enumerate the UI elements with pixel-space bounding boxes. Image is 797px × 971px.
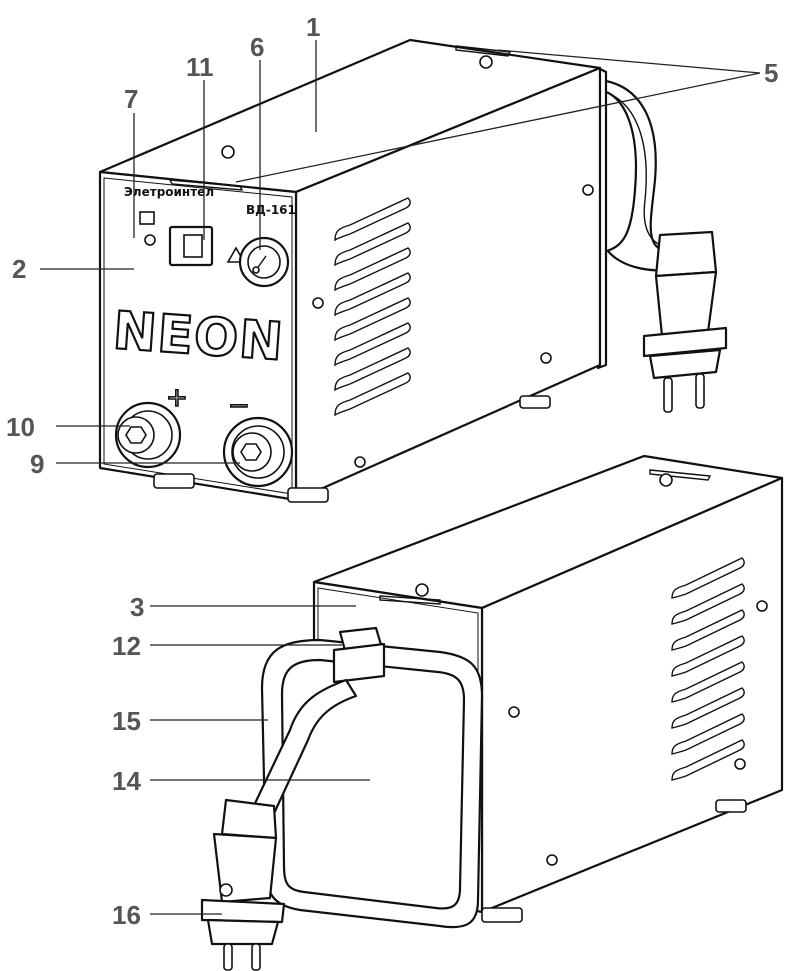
callout-2: 2	[12, 254, 26, 284]
positive-terminal[interactable]	[114, 401, 182, 469]
rear-power-plug	[200, 798, 286, 971]
indicator-icon	[139, 211, 155, 225]
brand-logo: NEON	[111, 301, 286, 373]
bottom-unit	[200, 454, 784, 971]
cable-gland	[332, 626, 386, 684]
callout-14: 14	[112, 766, 141, 796]
callout-labels: 1 2 3 5 6 7 9 10 11 12 14 15 16	[6, 12, 778, 930]
callout-7: 7	[124, 84, 138, 114]
top-unit: Элетроинтел ВД-161 NEON + −	[98, 38, 728, 503]
bottom-vent-slots	[671, 557, 745, 781]
callout-1: 1	[306, 12, 320, 42]
brand-label: Элетроинтел	[124, 185, 214, 199]
callout-9: 9	[30, 449, 44, 479]
callout-6: 6	[250, 32, 264, 62]
plus-sign: +	[166, 383, 188, 413]
power-plug	[642, 230, 728, 413]
callout-11: 11	[186, 52, 214, 82]
current-knob[interactable]	[238, 236, 290, 288]
model-label: ВД-161	[246, 203, 296, 217]
overheat-led	[144, 234, 156, 246]
callout-5: 5	[764, 58, 778, 88]
negative-terminal[interactable]	[222, 416, 294, 488]
leader-lines	[40, 40, 761, 915]
callout-10: 10	[6, 412, 35, 442]
minus-sign: −	[228, 391, 250, 421]
vent-slots	[334, 197, 411, 417]
power-switch[interactable]	[168, 225, 214, 267]
callout-16: 16	[112, 900, 141, 930]
callout-3: 3	[130, 592, 144, 622]
callout-12: 12	[112, 631, 141, 661]
callout-15: 15	[112, 706, 141, 736]
